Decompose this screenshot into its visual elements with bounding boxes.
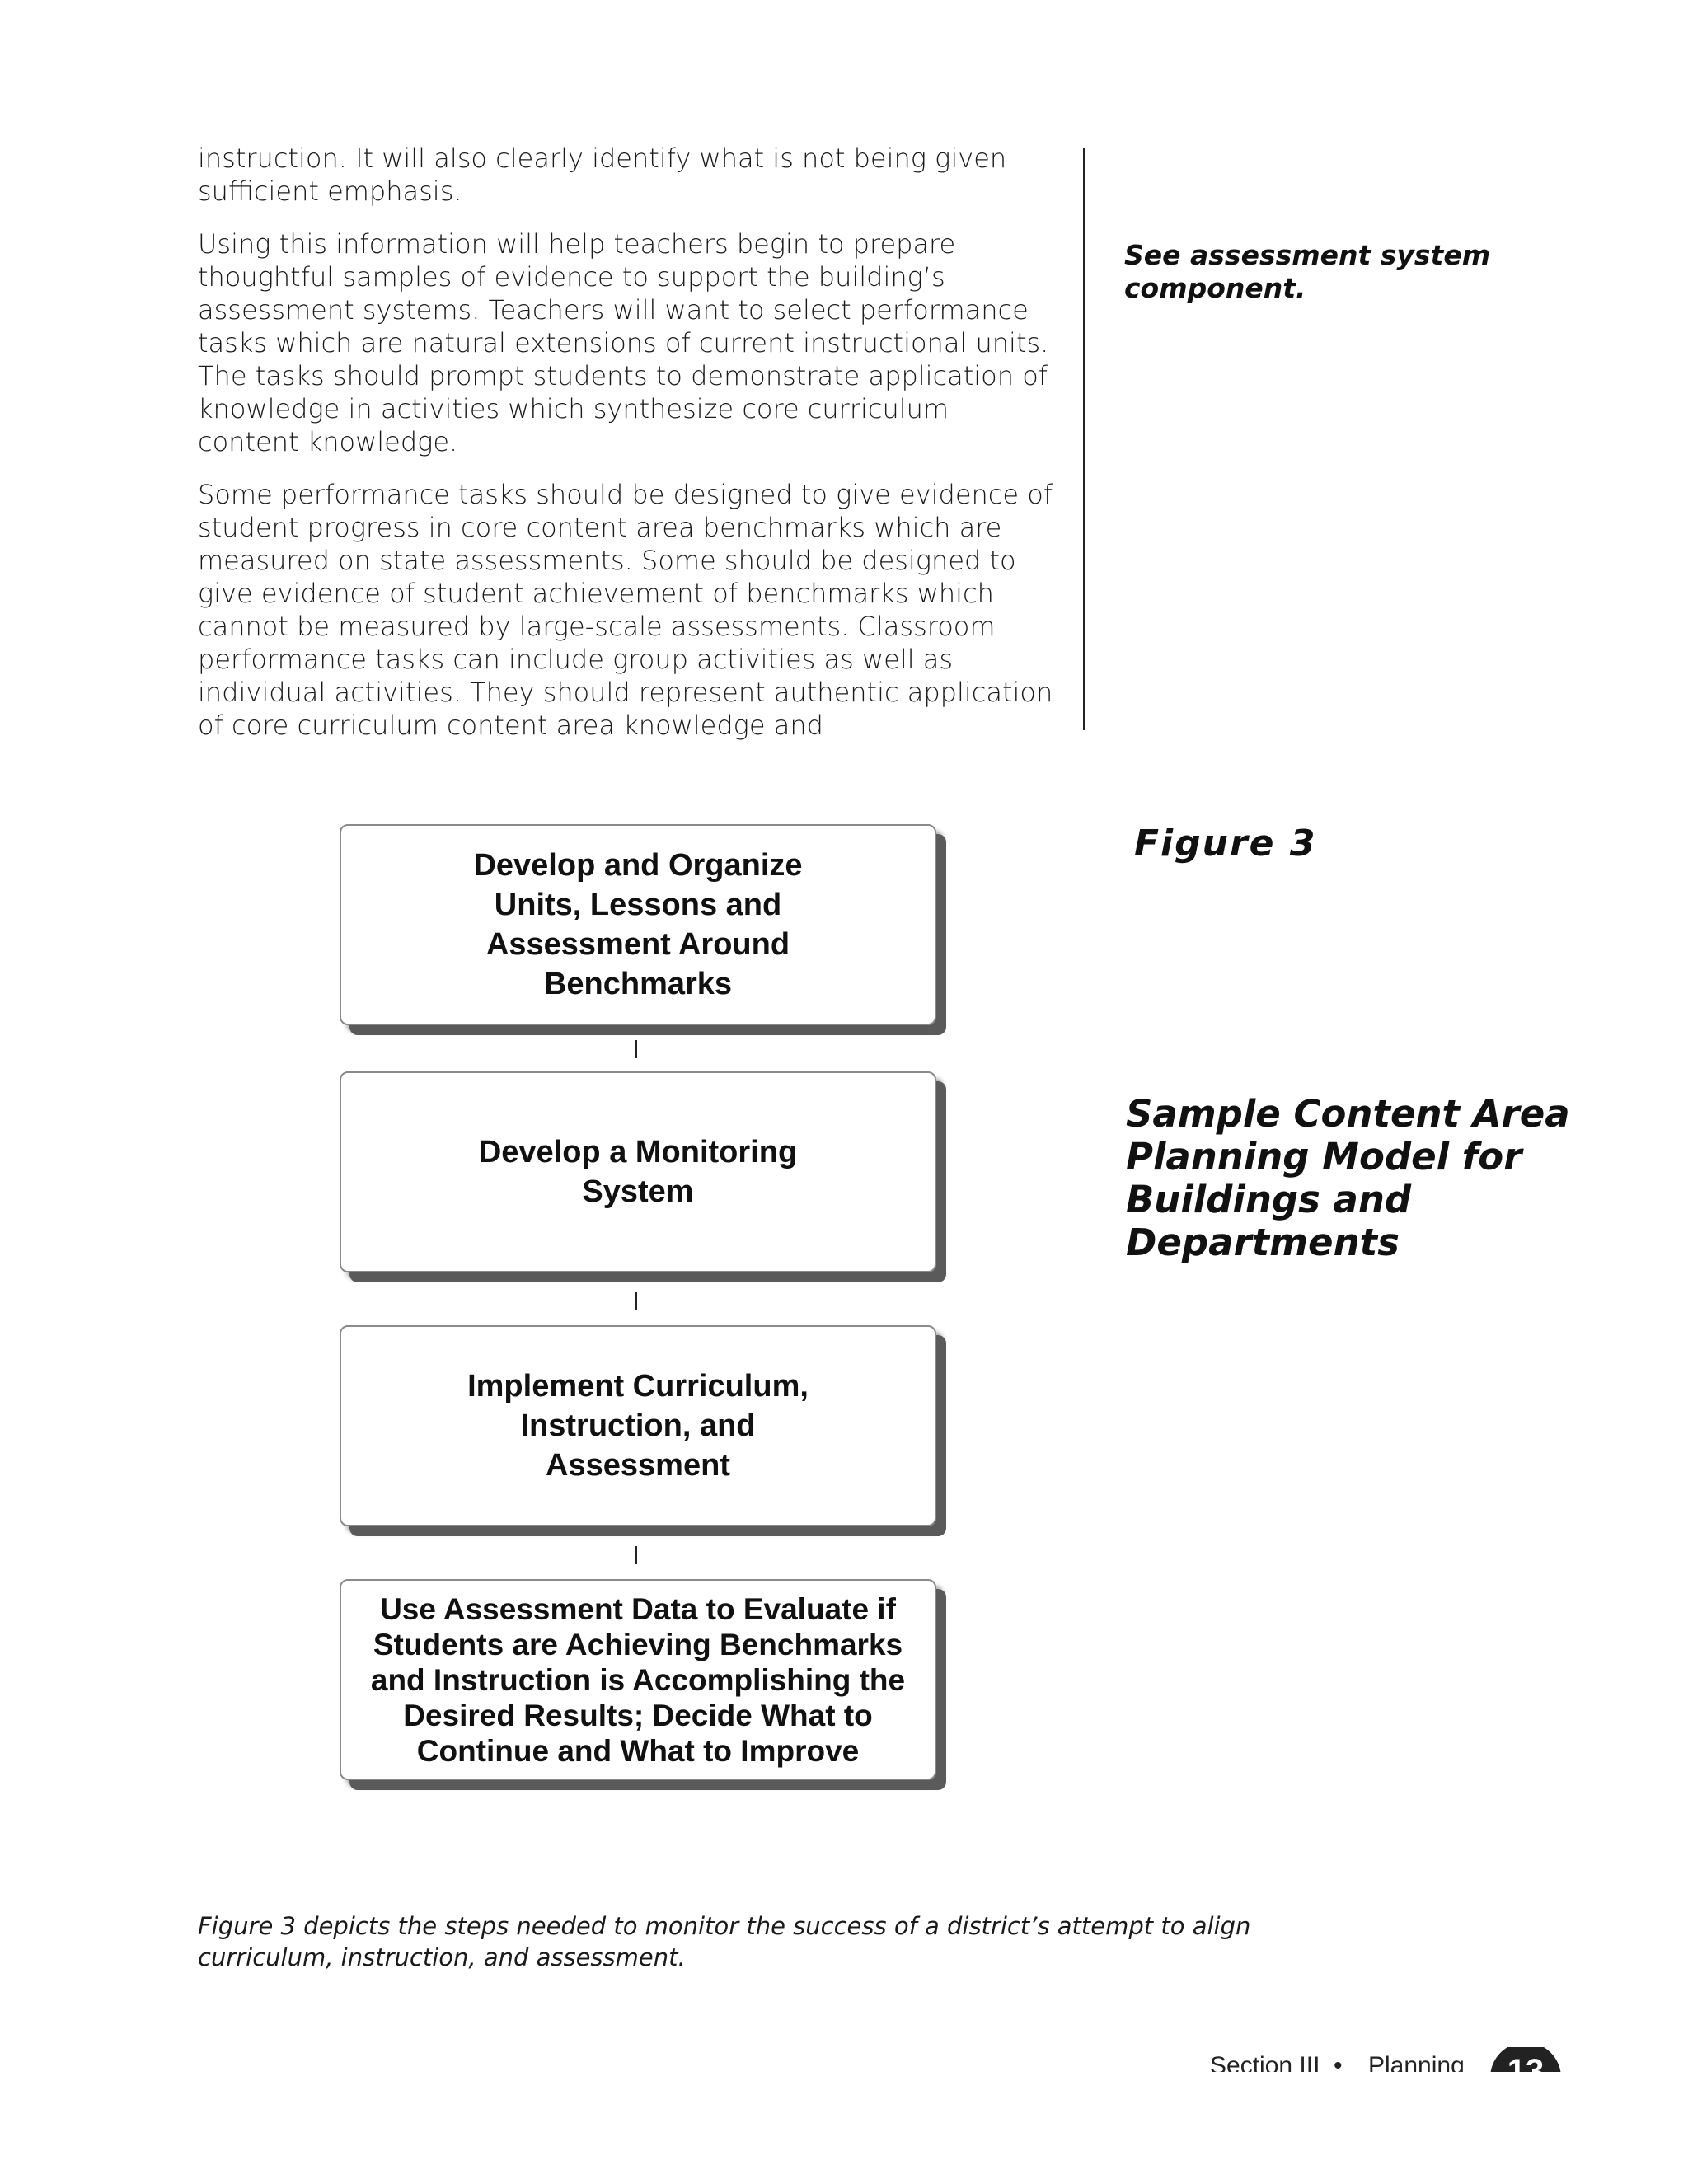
figure-label: Figure 3 [1134,823,1317,865]
flow-step-monitoring-system: Develop a Monitoring System [340,1071,936,1272]
flow-connector [635,1546,637,1564]
paragraph-2: Using this information will help teacher… [198,228,1049,457]
footer-chapter: Planning [1368,2052,1465,2072]
bullet-icon: • [1334,2052,1343,2072]
flow-step-text: Develop a Monitoring System [478,1135,798,1209]
page-number-badge: 13 [1490,2047,1561,2072]
flow-step-text: Implement Curriculum, Instruction, and A… [467,1369,809,1483]
flow-step-text: Use Assessment Data to Evaluate if Stude… [370,1591,906,1768]
flow-step-text: Develop and Organize Units, Lessons and … [473,848,803,1001]
flow-step-implement: Implement Curriculum, Instruction, and A… [340,1325,936,1526]
figure-caption: Figure 3 depicts the steps needed to mon… [198,1912,1251,1971]
paragraph-1: instruction. It will also clearly identi… [198,143,1007,207]
page-footer: Section III • Planning 13 [1210,2047,1589,2072]
flow-connector [635,1292,637,1310]
body-text: instruction. It will also clearly identi… [198,142,1055,762]
margin-rule [1083,148,1085,730]
footer-section: Section III [1210,2052,1320,2072]
figure-title: Sample Content Area Planning Model for B… [1126,1092,1570,1264]
paragraph-3: Some performance tasks should be designe… [198,479,1053,741]
flow-step-develop-organize: Develop and Organize Units, Lessons and … [340,824,936,1025]
side-note: See assessment system component. [1124,239,1491,304]
flow-step-evaluate: Use Assessment Data to Evaluate if Stude… [340,1579,936,1780]
flow-connector [635,1040,637,1058]
